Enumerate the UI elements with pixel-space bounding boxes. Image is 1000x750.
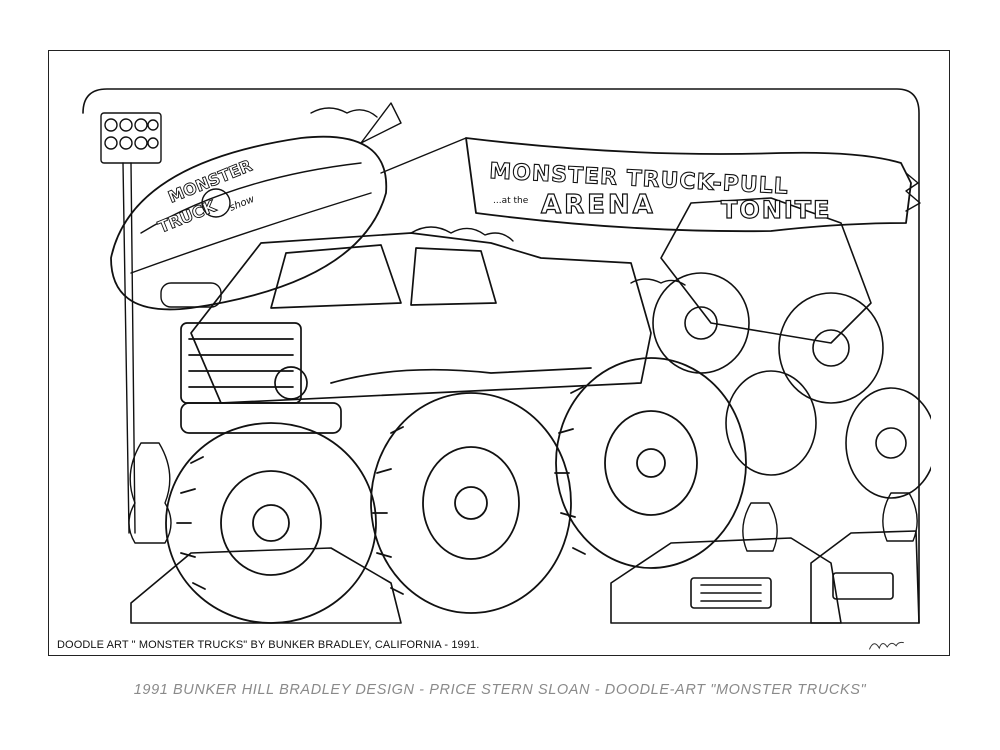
blimp — [110, 102, 402, 311]
jumping-monster-truck — [652, 197, 931, 499]
banner-tonite-text: TONITE — [721, 196, 832, 224]
banner-arena-text: ARENA — [541, 190, 656, 220]
monster-truck-tires — [165, 357, 747, 624]
main-monster-truck — [180, 232, 652, 434]
background-trees — [128, 442, 918, 552]
monster-truck-pull-banner — [380, 137, 921, 233]
publisher-footer: 1991 BUNKER HILL BRADLEY DESIGN - PRICE … — [133, 682, 867, 698]
artwork-caption: DOODLE ART " MONSTER TRUCKS" BY BUNKER B… — [57, 639, 480, 651]
blimp-lettering: MONSTER TRUCK show — [155, 155, 257, 237]
blimp-show-text: show — [228, 194, 257, 214]
banner-small-text: ...at the — [493, 196, 529, 206]
artwork-frame: MONSTER TRUCK-PULL ...at the ARENA TONIT… — [48, 50, 950, 656]
banner-lettering: MONSTER TRUCK-PULL ...at the ARENA TONIT… — [488, 158, 832, 224]
artist-signature — [866, 634, 908, 656]
stadium-light-tower — [100, 112, 162, 534]
blimp-truck-text: TRUCK — [155, 196, 219, 236]
monster-truck-line-drawing: MONSTER TRUCK-PULL ...at the ARENA TONIT… — [82, 88, 931, 624]
crushed-cars — [130, 530, 920, 624]
